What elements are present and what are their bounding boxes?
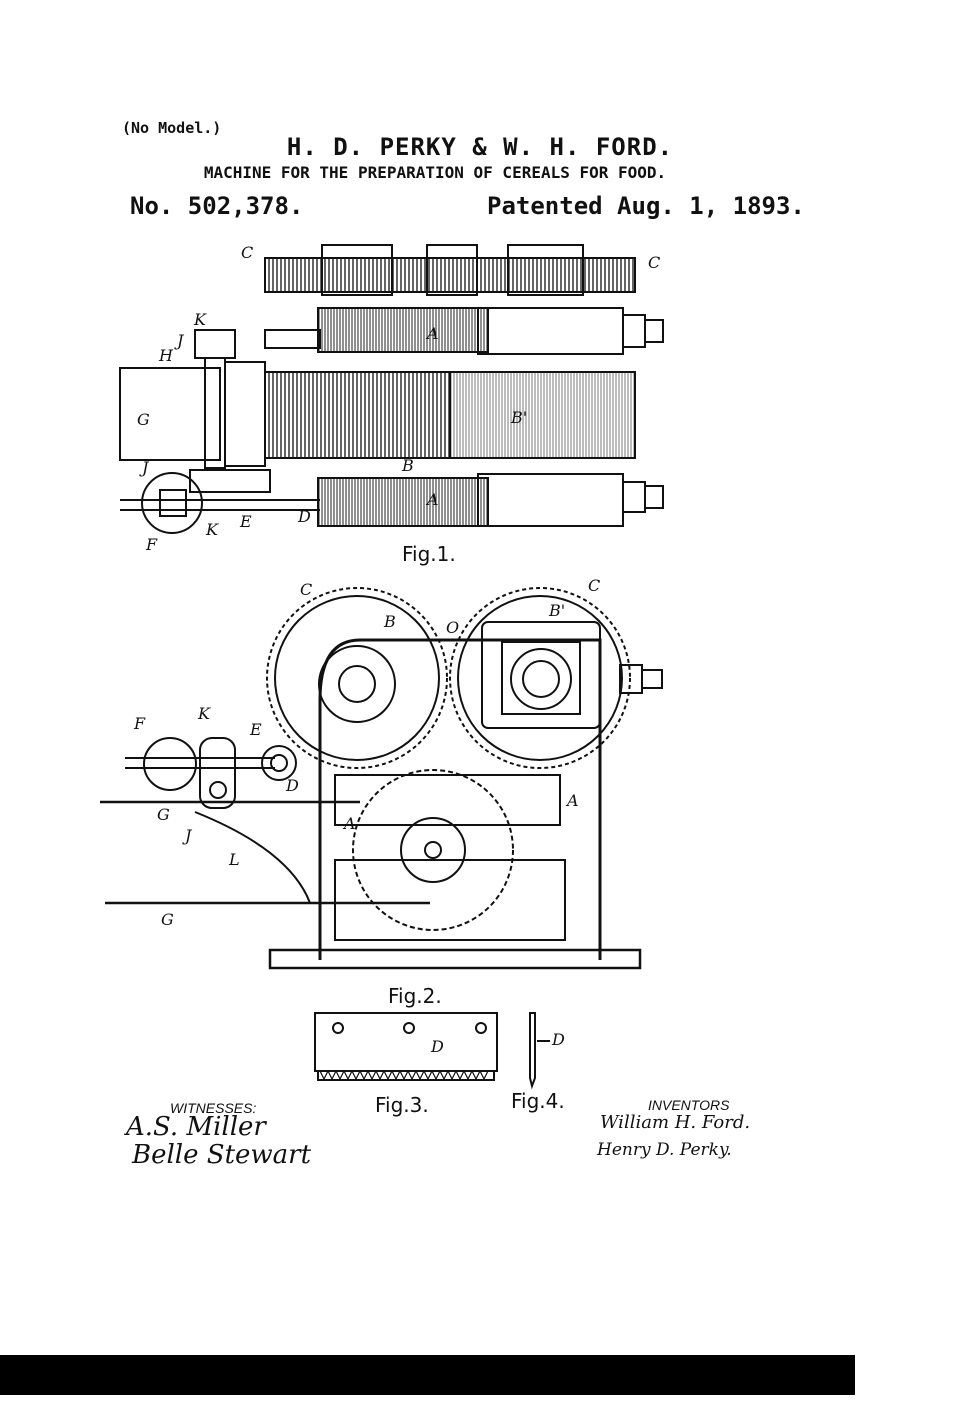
conveyor-g <box>119 367 221 461</box>
label-k: K <box>194 310 206 329</box>
figure-4-caption: Fig.4. <box>511 1089 565 1113</box>
label-a: A <box>344 814 356 833</box>
label-c: C <box>648 253 661 272</box>
witness-signature: Belle Stewart <box>132 1140 312 1170</box>
gear-c-left <box>266 587 448 769</box>
no-model-label: (No Model.) <box>122 119 222 137</box>
label-f: F <box>146 535 158 554</box>
label-f: F <box>134 714 146 733</box>
figure-4-drawing <box>529 1012 550 1090</box>
inventors-title: INVENTORS <box>648 1097 730 1113</box>
label-o: O <box>446 618 460 637</box>
label-b: B <box>402 456 414 475</box>
label-j: J <box>177 331 184 350</box>
label-c: C <box>241 243 254 262</box>
witnesses-title: WITNESSES: <box>170 1100 257 1116</box>
label-k: K <box>206 520 218 539</box>
inventor-names: H. D. PERKY & W. H. FORD. <box>286 133 674 161</box>
label-a: A <box>567 791 579 810</box>
label-l: L <box>229 850 240 869</box>
label-e: E <box>250 720 262 739</box>
label-g: G <box>157 805 170 824</box>
patent-date: Patented Aug. 1, 1893. <box>487 192 805 220</box>
patent-title: MACHINE FOR THE PREPARATION OF CEREALS F… <box>203 163 667 182</box>
label-a: A <box>427 490 439 509</box>
label-c: C <box>300 580 313 599</box>
inventor-signature: Henry D. Perky. <box>597 1140 732 1160</box>
base <box>268 948 642 970</box>
wheel-f <box>143 737 197 791</box>
label-k: K <box>198 704 210 723</box>
label-a: A <box>427 324 439 343</box>
figure-3-caption: Fig.3. <box>375 1093 429 1117</box>
label-b-prime: B' <box>549 601 566 620</box>
label-b: B <box>384 612 396 631</box>
label-j: J <box>185 826 192 845</box>
label-b-prime: B' <box>511 408 528 427</box>
figure-1-drawing <box>119 244 664 534</box>
gear-c-top <box>264 257 636 293</box>
figure-1-caption: Fig.1. <box>402 542 456 566</box>
frame-a <box>318 638 602 960</box>
inventor-signature: William H. Ford. <box>600 1112 751 1133</box>
witness-signature: A.S. Miller <box>126 1112 266 1142</box>
scan-border-bar <box>0 1355 855 1395</box>
gear-c-right <box>449 587 631 769</box>
patent-number: No. 502,378. <box>130 192 304 220</box>
label-c: C <box>588 576 601 595</box>
label-e: E <box>240 512 252 531</box>
figure-2-caption: Fig.2. <box>388 984 442 1008</box>
label-g: G <box>137 410 150 429</box>
label-d: D <box>552 1030 565 1049</box>
lower-gear <box>352 769 514 931</box>
frame-a-upper <box>317 307 489 353</box>
label-d: D <box>298 507 311 526</box>
figure-2-drawing <box>100 587 663 970</box>
label-g: G <box>161 910 174 929</box>
frame-a-lower <box>317 477 489 527</box>
wheel-f <box>141 472 203 534</box>
figure-3-drawing <box>314 1012 498 1081</box>
label-j: J <box>142 458 149 477</box>
roller-e <box>261 745 297 781</box>
label-h: H <box>159 346 173 365</box>
label-d: D <box>431 1037 444 1056</box>
label-d: D <box>286 776 299 795</box>
